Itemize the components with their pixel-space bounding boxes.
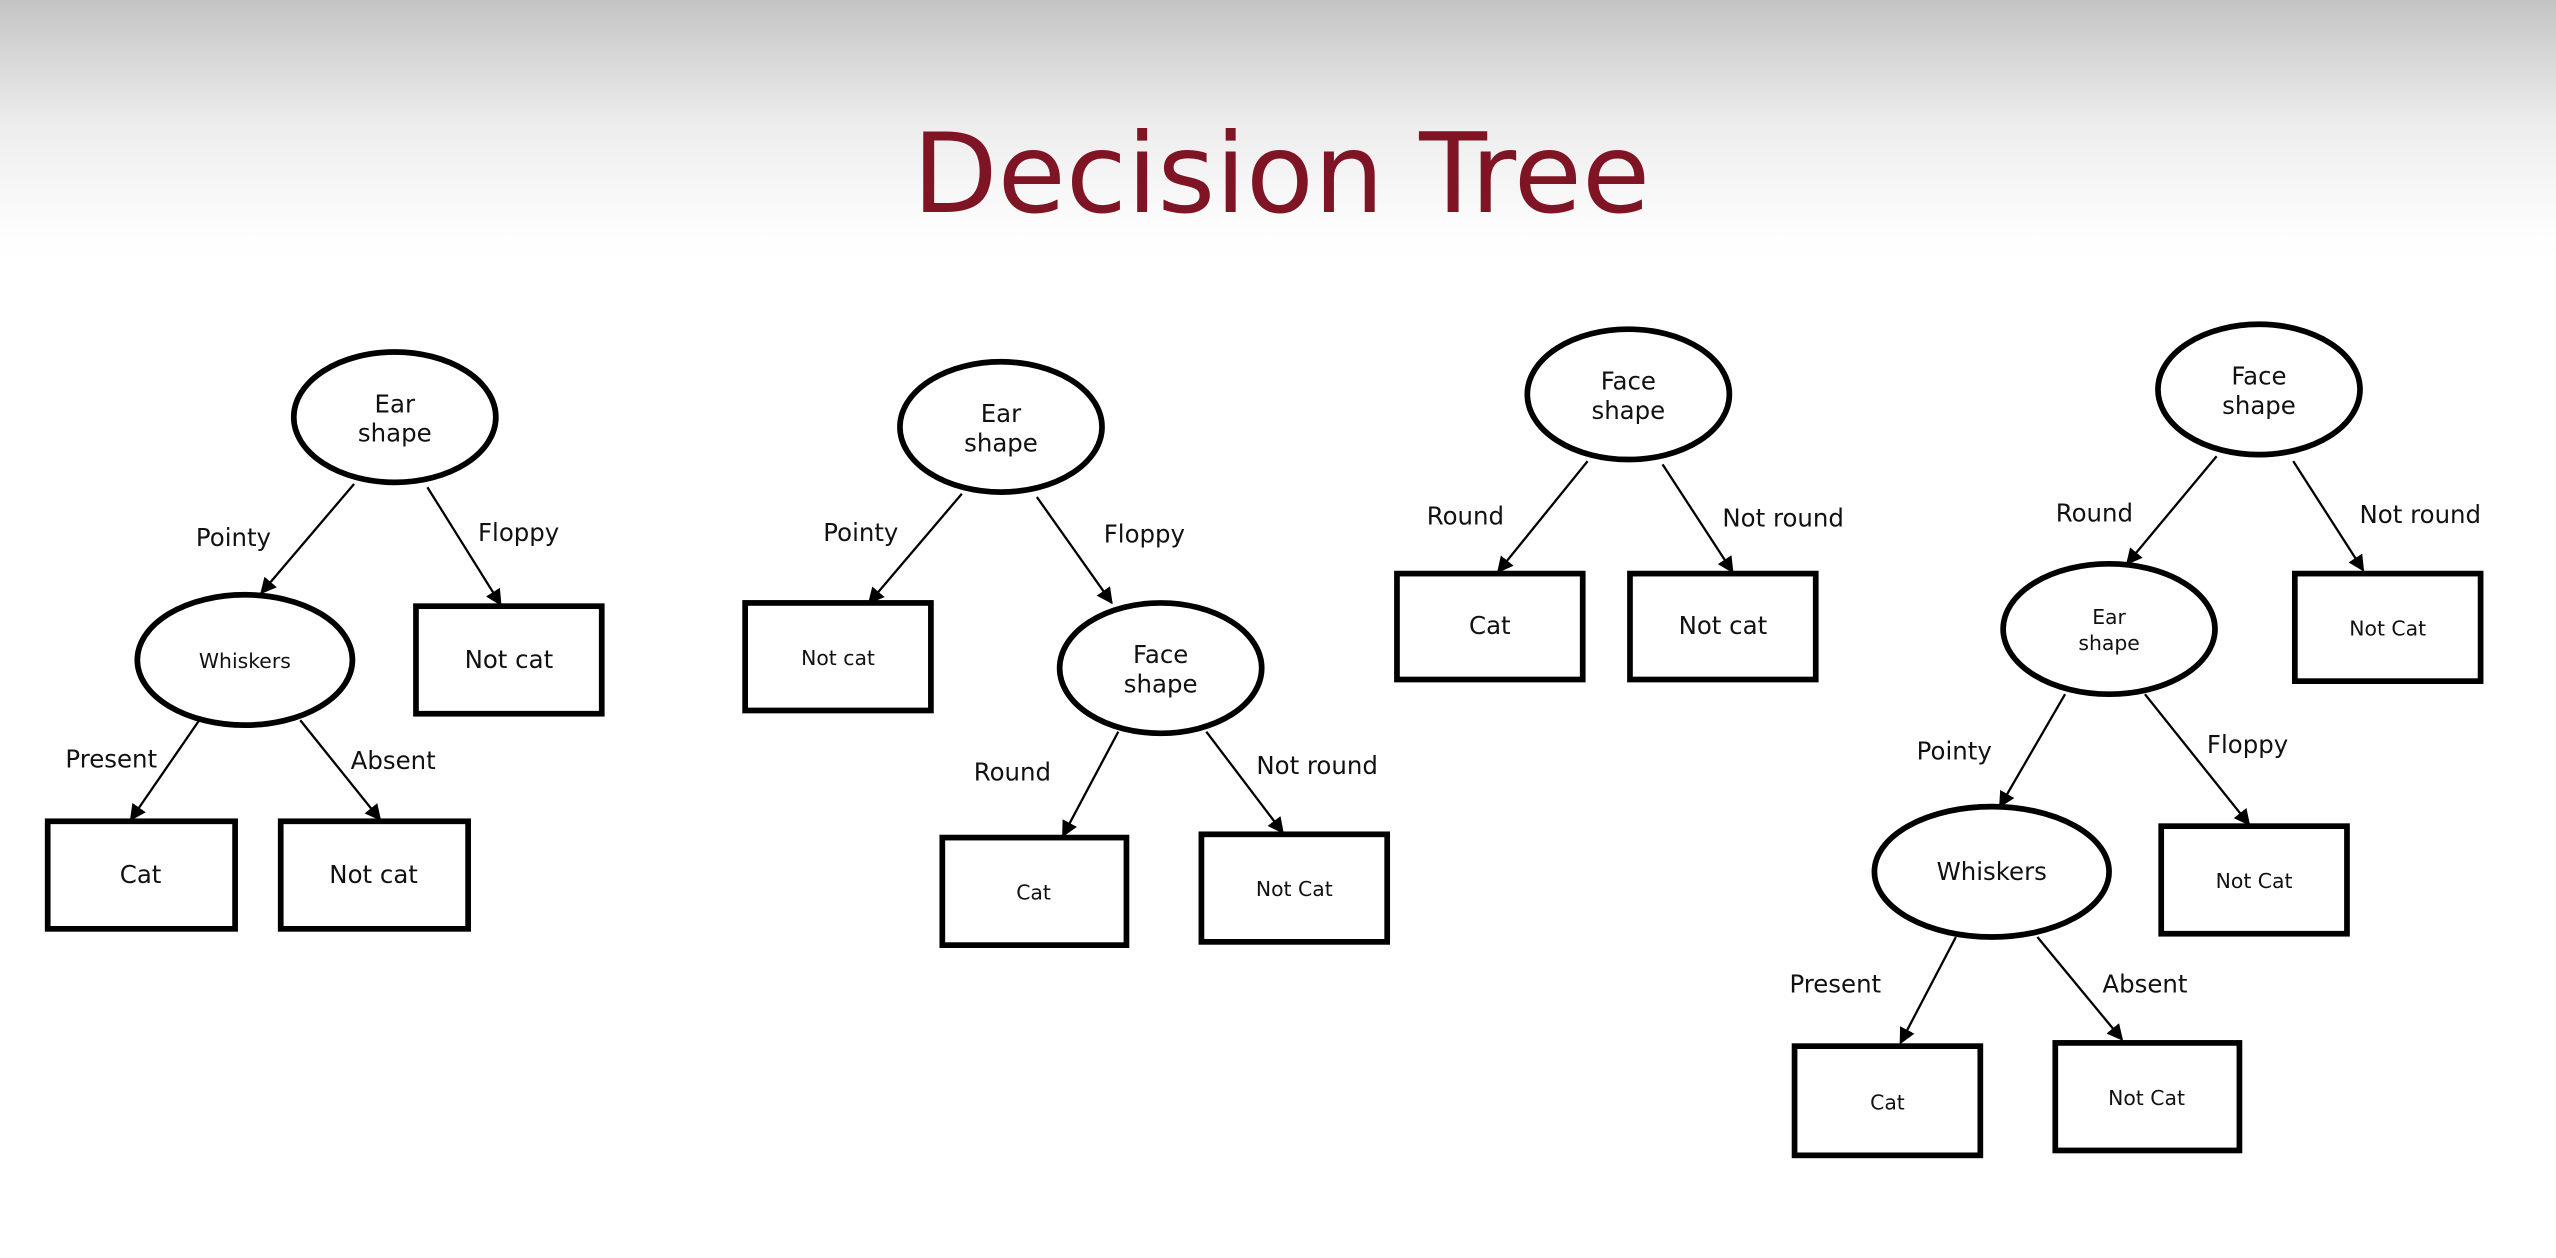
decision-node-face-shape xyxy=(1056,600,1265,737)
leaf-label: Not cat xyxy=(329,860,418,889)
node-label: Face xyxy=(1133,640,1188,669)
leaf-node xyxy=(1791,1043,1984,1159)
leaf-node xyxy=(1198,831,1391,945)
node-label: shape xyxy=(2222,391,2296,420)
decision-node-face-shape xyxy=(1524,326,1733,463)
edge-arrow xyxy=(1496,460,1589,574)
edge-arrow xyxy=(1205,730,1284,834)
edge-label: Round xyxy=(1427,502,1504,531)
edge-arrow xyxy=(299,719,382,821)
node-label: shape xyxy=(964,428,1038,457)
node-label: Whiskers xyxy=(1937,857,2047,886)
node-label: shape xyxy=(2078,631,2139,655)
edge-arrow xyxy=(2125,455,2218,566)
edge-label: Round xyxy=(2056,498,2133,527)
leaf-label: Not Cat xyxy=(2349,617,2426,641)
leaf-node xyxy=(2158,823,2350,937)
edge-label: Not round xyxy=(2360,500,2482,529)
edge-arrow xyxy=(1661,463,1734,574)
decision-node-ear-shape xyxy=(2000,560,2218,698)
tree-3: Face shape Round Not round Cat Not cat xyxy=(1394,326,1844,683)
edge-arrow xyxy=(260,483,355,595)
leaf-node xyxy=(2052,1040,2243,1154)
leaf-label: Not Cat xyxy=(1256,877,1333,901)
slide-title: Decision Tree xyxy=(912,110,1650,239)
edge-label: Present xyxy=(65,745,157,774)
edge-label: Floppy xyxy=(478,518,559,547)
leaf-label: Cat xyxy=(1870,1091,1905,1115)
edge-label: Present xyxy=(1789,969,1881,998)
node-label: shape xyxy=(1124,670,1198,699)
edge-label: Absent xyxy=(351,746,436,775)
edge-label: Not round xyxy=(1722,503,1844,532)
leaf-label: Not Cat xyxy=(2216,869,2293,893)
edge-arrow xyxy=(1899,936,1957,1045)
edge-arrow xyxy=(867,493,963,605)
edge-arrow xyxy=(1998,693,2067,809)
decision-node-ear-shape xyxy=(897,358,1105,495)
decision-node-face-shape xyxy=(2155,321,2363,458)
decision-node-ear-shape xyxy=(290,349,499,486)
edge-label: Absent xyxy=(2102,969,2187,998)
leaf-node xyxy=(277,818,471,932)
leaf-label: Not Cat xyxy=(2108,1086,2185,1110)
edge-arrow xyxy=(426,486,502,606)
edge-label: Pointy xyxy=(823,518,898,547)
leaf-label: Not cat xyxy=(1679,611,1768,640)
leaf-label: Not cat xyxy=(801,646,875,670)
leaf-node xyxy=(939,834,1130,948)
node-label: Ear xyxy=(981,399,1022,428)
leaf-node xyxy=(1627,570,1819,683)
edge-label: Round xyxy=(974,758,1051,787)
node-label: shape xyxy=(1591,396,1665,425)
leaf-label: Cat xyxy=(1016,881,1051,905)
leaf-label: Not cat xyxy=(465,645,554,674)
edge-arrow xyxy=(1035,496,1113,605)
node-label: Ear xyxy=(2092,605,2126,629)
edge-arrow xyxy=(2292,460,2365,572)
tree-1: Ear shape Pointy Floppy Whiskers Not cat… xyxy=(44,349,605,932)
leaf-node xyxy=(44,818,238,932)
leaf-label: Cat xyxy=(120,860,162,889)
edge-label: Floppy xyxy=(2207,730,2288,759)
leaf-node xyxy=(1394,570,1586,683)
node-label: Face xyxy=(1601,366,1656,395)
edge-label: Floppy xyxy=(1104,520,1185,549)
leaf-node xyxy=(742,600,934,714)
node-label: Ear xyxy=(375,389,416,418)
node-label: Whiskers xyxy=(199,649,291,673)
edge-arrow xyxy=(2036,936,2124,1041)
edge-label: Pointy xyxy=(1917,736,1992,765)
leaf-label: Cat xyxy=(1469,611,1511,640)
decision-node-whiskers xyxy=(134,591,356,728)
leaf-node xyxy=(413,603,605,717)
node-label: Face xyxy=(2231,362,2286,391)
node-label: shape xyxy=(358,419,432,448)
decision-node-whiskers xyxy=(1871,803,2112,940)
edge-arrow xyxy=(129,719,201,821)
tree-4: Face shape Round Not round Not Cat Ear s… xyxy=(1789,321,2484,1159)
leaf-node xyxy=(2291,570,2484,684)
edge-label: Not round xyxy=(1256,751,1378,780)
edge-label: Pointy xyxy=(196,523,271,552)
tree-2: Ear shape Pointy Floppy Not cat Face sha… xyxy=(742,358,1391,948)
edge-arrow xyxy=(2144,693,2251,826)
edge-arrow xyxy=(1061,731,1120,838)
